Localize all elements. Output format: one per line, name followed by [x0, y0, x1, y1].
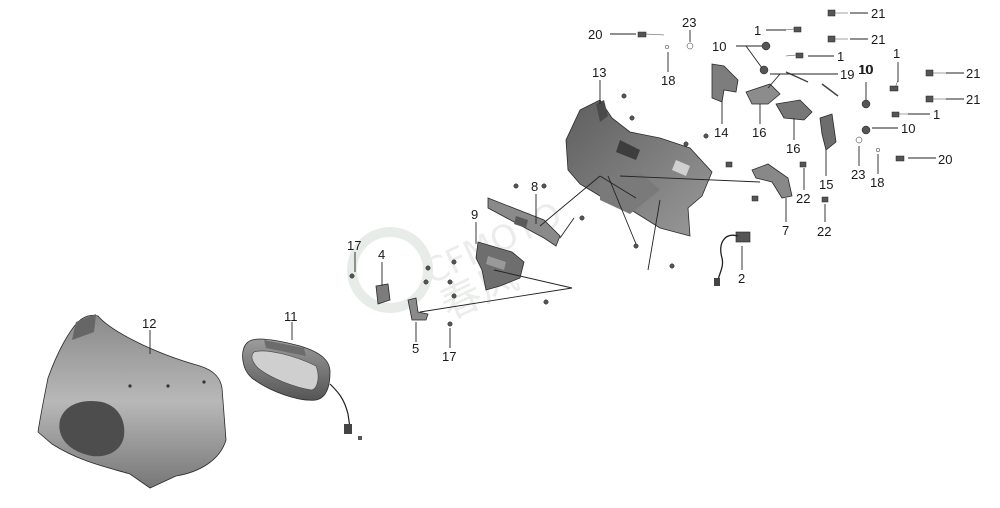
callout-label: 10 [712, 39, 726, 54]
bracket-5-part [407, 297, 429, 321]
callout-label: 7 [782, 223, 789, 238]
callout-label: 11 [284, 309, 298, 324]
callout-label: 2 [738, 271, 745, 286]
callout-label: 22 [796, 191, 810, 206]
bracket-7-part [751, 163, 793, 199]
callout-label: 10 [901, 121, 915, 136]
mount-plate-9-part [475, 241, 525, 291]
bracket-8-part [487, 197, 561, 247]
bracket-14-part [711, 63, 739, 103]
callout-label: 21 [966, 92, 980, 107]
callout-label: 20 [588, 27, 602, 42]
callout-label: 19 [840, 67, 854, 82]
bracket-16b-part [775, 99, 813, 121]
callout-label: 1 [933, 107, 940, 122]
callout-label: 18 [870, 175, 884, 190]
callout-label: 17 [347, 238, 361, 253]
callout-label: 20 [938, 152, 952, 167]
callout-label: 23 [682, 15, 696, 30]
callout-label: 13 [592, 65, 606, 80]
callout-label: 8 [531, 179, 538, 194]
callout-label: 1 [893, 46, 900, 61]
callout-label: 16 [786, 141, 800, 156]
callout-labels: 20 23 1 21 10 21 1 18 19 10 1 21 13 21 1… [142, 6, 980, 364]
callout-label: 22 [817, 224, 831, 239]
callout-label: 15 [819, 177, 833, 192]
callout-label: 12 [142, 316, 156, 331]
callout-label: 14 [714, 125, 728, 140]
callout-label: 23 [851, 167, 865, 182]
callout-label: 10 [858, 62, 872, 77]
callout-label: 4 [378, 247, 385, 262]
callout-label: 16 [752, 125, 766, 140]
callout-label: 18 [661, 73, 675, 88]
fasteners [349, 9, 946, 327]
headlight-part [242, 338, 362, 440]
callout-label: 21 [871, 6, 885, 21]
main-bracket-part [565, 99, 713, 237]
callout-label: 9 [471, 207, 478, 222]
callout-label: 17 [442, 349, 456, 364]
bracket-15-part [819, 113, 837, 151]
bracket-4-part [375, 283, 391, 305]
callout-label: 21 [966, 66, 980, 81]
callout-label: 21 [871, 32, 885, 47]
front-fairing-part [37, 314, 227, 489]
callout-label: 10 [859, 62, 873, 77]
wire-harness-part [714, 231, 751, 286]
bracket-16a-part [745, 83, 781, 105]
callout-label: 5 [412, 341, 419, 356]
callout-label: 1 [837, 49, 844, 64]
callout-label: 1 [754, 23, 761, 38]
leader-lines [149, 12, 964, 354]
